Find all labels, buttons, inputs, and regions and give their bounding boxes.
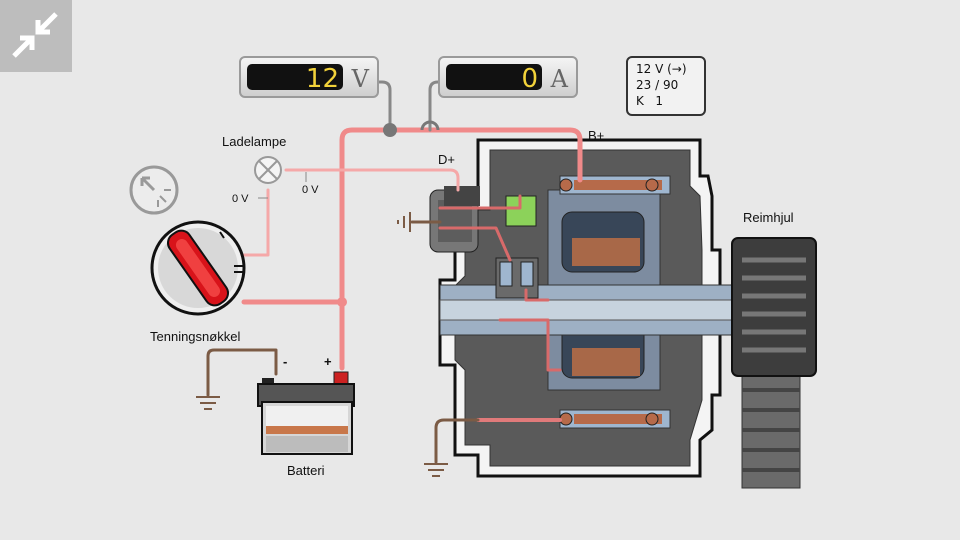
exit-fullscreen-icon bbox=[12, 12, 58, 58]
b-plus-label: B+ bbox=[588, 128, 605, 143]
ammeter-probe bbox=[420, 120, 440, 131]
status-line-1: 12 V (→) bbox=[636, 62, 687, 76]
lamp-left-voltage: 0 V bbox=[232, 193, 249, 205]
battery-minus-label: - bbox=[283, 354, 288, 369]
battery-plus-label: + bbox=[324, 354, 332, 369]
pulley-label: Reimhjul bbox=[743, 210, 794, 225]
battery-label: Batteri bbox=[287, 463, 325, 478]
status-line-3: K 1 bbox=[636, 94, 663, 108]
lamp-right-voltage: 0 V bbox=[302, 184, 319, 196]
ignition-key-label: Tenningsnøkkel bbox=[150, 329, 241, 344]
wiring bbox=[206, 80, 583, 464]
ground-icon bbox=[397, 212, 411, 232]
ammeter-value: 0 bbox=[521, 64, 538, 94]
ammeter-unit: A bbox=[550, 65, 568, 93]
ground-icon bbox=[424, 463, 448, 477]
exit-fullscreen-button[interactable] bbox=[0, 0, 72, 72]
d-plus-label: D+ bbox=[438, 152, 455, 167]
ground-icon bbox=[196, 396, 220, 410]
battery bbox=[257, 371, 355, 455]
voltmeter-probe bbox=[383, 123, 397, 137]
click-animation-icon[interactable] bbox=[129, 165, 179, 215]
lamp-label: Ladelampe bbox=[222, 134, 287, 149]
pulley bbox=[731, 237, 817, 489]
voltmeter-unit: V bbox=[351, 65, 369, 93]
ammeter: 0 A bbox=[438, 56, 578, 98]
status-line-2: 23 / 90 bbox=[636, 78, 679, 92]
indicator-lamp-icon bbox=[254, 156, 282, 184]
voltmeter: 12 V bbox=[239, 56, 379, 98]
status-box: 12 V (→) 23 / 90 K 1 bbox=[626, 56, 706, 116]
ammeter-display bbox=[446, 64, 542, 90]
alternator-housing bbox=[429, 138, 741, 478]
junction-dot bbox=[337, 297, 347, 307]
voltmeter-value: 12 bbox=[305, 64, 339, 94]
ignition-key[interactable] bbox=[150, 220, 246, 316]
voltmeter-display bbox=[247, 64, 343, 90]
